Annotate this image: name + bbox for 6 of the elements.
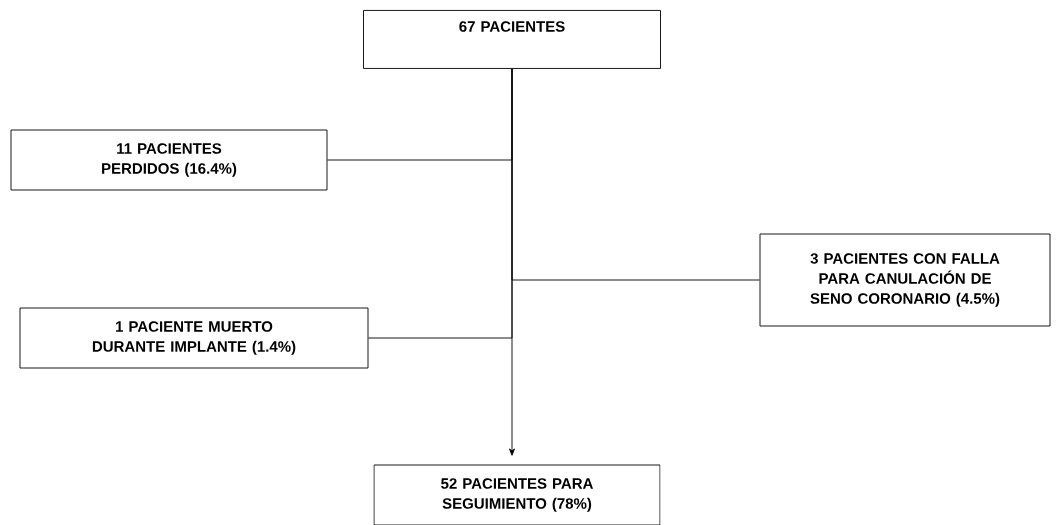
process-box: 67 PACIENTES (363, 10, 661, 69)
process-box: 1 PACIENTE MUERTO DURANTE IMPLANTE (1.4%) (19, 307, 369, 369)
arrow (509, 68, 515, 456)
process-box: 3 PACIENTES CON FALLA PARA CANULACIÓN DE SENO CORONARIO (4.5%) (759, 233, 1051, 327)
process-box: 52 PACIENTES PARA SEGUIMIENTO (78%) (373, 464, 661, 525)
process-box: 11 PACIENTES PERDIDOS (16.4%) (10, 129, 328, 191)
